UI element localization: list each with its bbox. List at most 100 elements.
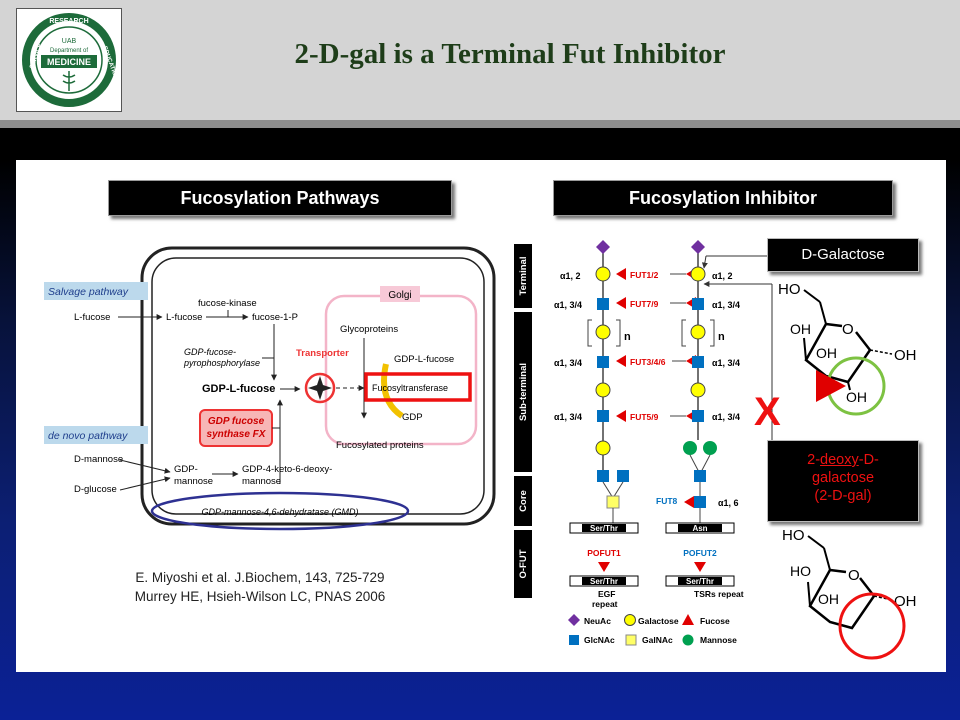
galactose-right-1 xyxy=(690,266,706,282)
gdp-mannose: GDP- xyxy=(174,464,198,475)
svg-text:α1, 2: α1, 2 xyxy=(712,271,733,281)
fucose-triangle-marker xyxy=(816,370,846,402)
gmd-label: GDP-mannose-4,6-dehydratase (GMD) xyxy=(201,507,358,517)
salvage-label: Salvage pathway xyxy=(48,286,129,298)
svg-text:O: O xyxy=(848,567,860,584)
legend-galactose: Galactose xyxy=(638,616,679,626)
pofut2-label: POFUT2 xyxy=(683,548,717,558)
header-divider xyxy=(0,120,960,128)
galactose-left-3 xyxy=(595,382,611,398)
svg-text:α1, 3/4: α1, 3/4 xyxy=(554,358,582,368)
galactose-left-1 xyxy=(595,266,611,282)
glycan-structure-diagram: Terminal Sub-terminal Core O-FUT n α1, 2… xyxy=(514,240,744,646)
svg-text:Ser/Thr: Ser/Thr xyxy=(590,577,618,586)
inhibitor-header: Fucosylation Inhibitor xyxy=(553,180,893,216)
svg-text:α1, 3/4: α1, 3/4 xyxy=(712,300,740,310)
svg-text:synthase FX: synthase FX xyxy=(207,429,267,440)
fucose-kinase: fucose-kinase xyxy=(198,298,257,309)
svg-text:MEDICINE: MEDICINE xyxy=(47,57,91,67)
svg-text:OH: OH xyxy=(790,321,811,337)
gdp-keto-deoxy-mannose: GDP-4-keto-6-deoxy- xyxy=(242,464,332,475)
cell-inner-outline xyxy=(151,257,485,515)
svg-text:α1, 3/4: α1, 3/4 xyxy=(712,412,740,422)
svg-text:OH: OH xyxy=(846,389,867,405)
svg-text:mannose: mannose xyxy=(174,476,213,487)
svg-text:α1, 3/4: α1, 3/4 xyxy=(554,300,582,310)
neuac-left xyxy=(596,240,610,254)
galactose-left-4 xyxy=(595,440,611,456)
l-fucose: L-fucose xyxy=(166,312,202,323)
gmd-ellipse xyxy=(150,491,410,531)
svg-text:mannose: mannose xyxy=(242,476,281,487)
svg-text:repeat: repeat xyxy=(592,599,618,609)
transporter-label: Transporter xyxy=(296,348,349,359)
svg-text:Ser/Thr: Ser/Thr xyxy=(686,577,714,586)
gdp-l-fucose: GDP-L-fucose xyxy=(202,383,275,395)
galnac-left xyxy=(606,495,620,509)
svg-text:α1, 6: α1, 6 xyxy=(718,498,739,508)
d-galactose-structure: HO O OH OH OH OH xyxy=(778,281,917,416)
svg-text:Department of: Department of xyxy=(50,48,88,54)
legend-mannose: Mannose xyxy=(700,635,737,645)
svg-text:OH: OH xyxy=(816,345,837,361)
citation-line-2: Murrey HE, Hsieh-Wilson LC, PNAS 2006 xyxy=(134,589,386,604)
svg-text:O: O xyxy=(842,321,854,338)
svg-text:GDP fucose: GDP fucose xyxy=(208,416,265,427)
svg-text:α1, 3/4: α1, 3/4 xyxy=(712,358,740,368)
pathways-header: Fucosylation Pathways xyxy=(108,180,452,216)
region-terminal: Terminal xyxy=(518,257,529,296)
svg-text:OH: OH xyxy=(894,347,917,364)
red-circle-highlight xyxy=(838,592,906,660)
fut346-label: FUT3/4/6 xyxy=(630,357,666,367)
svg-text:UAB: UAB xyxy=(62,38,77,45)
mannose-right-2 xyxy=(703,441,717,455)
header-bar xyxy=(0,0,960,120)
d-mannose: D-mannose xyxy=(74,454,123,465)
fucosyltransferase-label: Fucosyltransferase xyxy=(372,383,448,393)
salvage-label-bg xyxy=(44,282,148,300)
svg-text:pyrophosphorylase: pyrophosphorylase xyxy=(183,358,260,368)
uab-medicine-logo: UAB Department of MEDICINE RESEARCH SERV… xyxy=(16,8,122,112)
fucosyltransferase-highlight xyxy=(364,372,472,402)
2-deoxy-galactose-structure: HO O OH HO OH xyxy=(782,527,917,660)
fut12-label: FUT1/2 xyxy=(630,270,659,280)
gdp-l-fucose-golgi: GDP-L-fucose xyxy=(394,354,454,365)
fucosylated-proteins: Fucosylated proteins xyxy=(336,440,424,451)
svg-text:HO: HO xyxy=(778,281,801,298)
pofut1-label: POFUT1 xyxy=(587,548,621,558)
l-fucose-input: L-fucose xyxy=(74,312,110,323)
cell-outline xyxy=(140,246,496,526)
svg-text:n: n xyxy=(624,331,631,343)
glcnac-left-1 xyxy=(597,298,609,310)
svg-text:OH: OH xyxy=(894,593,917,610)
svg-text:EGF: EGF xyxy=(598,589,615,599)
gdp-pyrophosphorylase: GDP-fucose- xyxy=(184,347,236,357)
legend-glcnac: GlcNAc xyxy=(584,635,615,645)
golgi-label-bg xyxy=(380,286,420,302)
inhibition-x-mark: X xyxy=(754,390,781,434)
fut79-label: FUT7/9 xyxy=(630,299,659,309)
svg-text:HO: HO xyxy=(790,563,811,579)
svg-text:HO: HO xyxy=(782,527,805,544)
denovo-label: de novo pathway xyxy=(48,430,128,442)
citation-line-1: E. Miyoshi et al. J.Biochem, 143, 725-72… xyxy=(135,570,385,585)
fut8-label: FUT8 xyxy=(656,496,678,506)
glcnac-left-3 xyxy=(597,410,609,422)
svg-text:OH: OH xyxy=(818,591,839,607)
region-core: Core xyxy=(518,490,529,512)
pointer-lines xyxy=(701,255,773,440)
2-deoxy-galactose-label: 2-deoxy-D- galactose (2-D-gal) xyxy=(767,440,919,522)
transporter-circle xyxy=(304,372,336,404)
svg-text:RESEARCH: RESEARCH xyxy=(49,18,88,25)
neuac-right xyxy=(691,240,705,254)
mannose-right-1 xyxy=(683,441,697,455)
galactose-left-2 xyxy=(595,324,611,340)
region-o-fut: O-FUT xyxy=(518,549,529,578)
golgi-label: Golgi xyxy=(388,290,411,301)
denovo-label-bg xyxy=(44,426,148,444)
transporter-star xyxy=(308,376,332,400)
svg-text:TSRs repeat: TSRs repeat xyxy=(694,589,744,599)
svg-text:Asn: Asn xyxy=(692,524,707,533)
svg-text:α1, 3/4: α1, 3/4 xyxy=(554,412,582,422)
legend-neuac: NeuAc xyxy=(584,616,611,626)
